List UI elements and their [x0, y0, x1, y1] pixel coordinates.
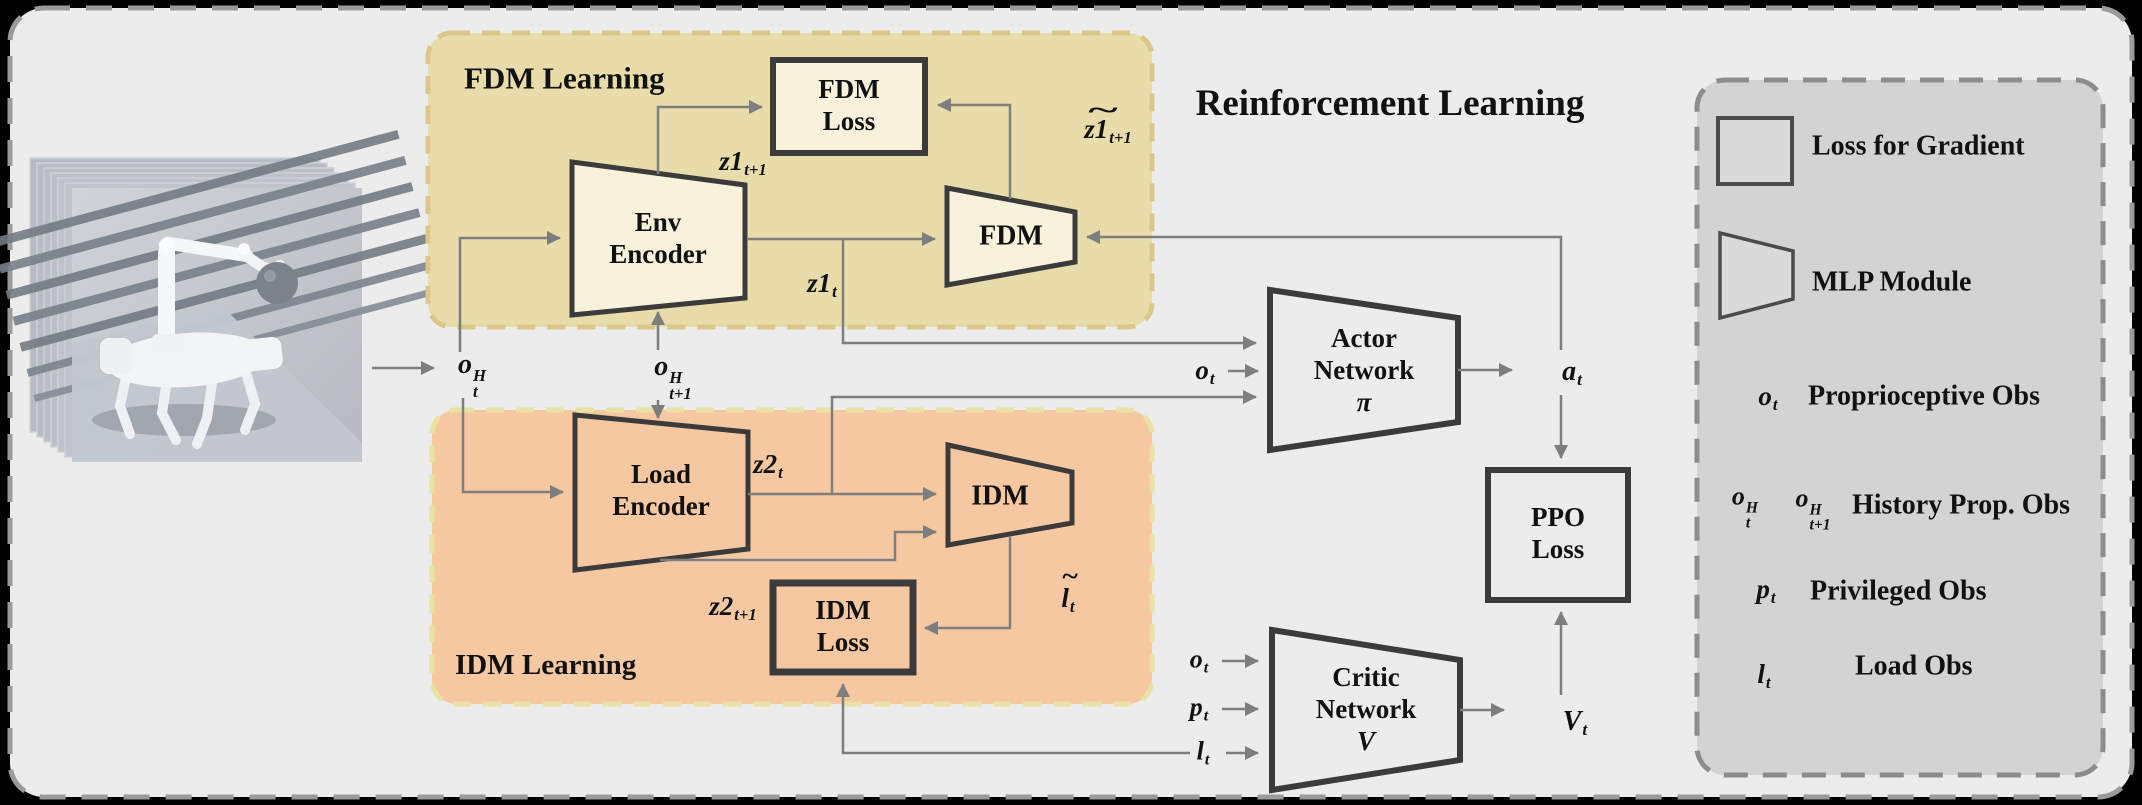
critic-network-label: Critic Network V: [1315, 662, 1417, 756]
fdm-loss-shape: [770, 57, 928, 156]
legend-pt-symbol: pt: [1756, 574, 1776, 608]
wires: [372, 98, 1568, 760]
env-encoder-label: Env Encoder: [609, 207, 707, 269]
signal-pt: pt: [1189, 692, 1209, 725]
signal-vt: Vt: [1562, 706, 1588, 740]
signal-z2t: z2t: [753, 449, 783, 483]
actor-network-label: Actor Network π: [1313, 323, 1415, 417]
arrow-oHt-to-load-encoder: [461, 398, 564, 499]
idm-loss-shape: [769, 579, 917, 676]
signal-ot-actor: ot: [1195, 355, 1215, 389]
load-encoder-label: Load Encoder: [612, 459, 710, 521]
signal-at: at: [1562, 356, 1582, 390]
signal-lt-pred: ~lt: [1061, 561, 1078, 617]
legend-loss-box-label: Loss for Gradient: [1812, 130, 2025, 162]
idm-label: IDM: [971, 480, 1029, 512]
fdm-loss-label: FDM Loss: [818, 74, 880, 136]
legend-load-label: Load Obs: [1855, 650, 1973, 682]
arrow-z1t1-to-fdm-loss: [656, 100, 763, 174]
fdm-learning-title: FDM Learning: [464, 60, 665, 96]
legend-proprio-label: Proprioceptive Obs: [1808, 380, 2041, 412]
arrow-z1pred-to-fdm-loss: [937, 98, 1012, 199]
arrow-oHt-to-env-encoder: [458, 231, 561, 352]
load-encoder-shape: [572, 412, 751, 573]
robot-photo: [0, 129, 441, 462]
arrow-lt-to-idm-loss: [836, 683, 1190, 755]
idm-loss-label: IDM Loss: [815, 595, 871, 657]
idm-shape: [945, 441, 1075, 548]
legend-history-label: History Prop. Obs: [1852, 489, 2071, 521]
critic-network-shape: [1269, 626, 1463, 794]
robot-image-stack: [0, 129, 441, 462]
ppo-loss-shape: [1485, 467, 1631, 603]
arrow-at-to-fdm: [1086, 230, 1563, 350]
signal-ot-critic: ot: [1189, 644, 1209, 677]
legend-mlp-label: MLP Module: [1812, 266, 1972, 298]
env-encoder-shape: [569, 159, 748, 318]
arrow-z1t-to-actor: [841, 239, 1257, 350]
legend-mlp-trapezoid-icon: [1718, 230, 1795, 321]
rl-title: Reinforcement Learning: [1195, 83, 1585, 125]
signal-z1t: z1t: [807, 268, 837, 302]
idm-learning-title: IDM Learning: [455, 648, 637, 681]
fdm-label: FDM: [979, 220, 1043, 252]
actor-network-shape: [1267, 286, 1461, 454]
fdm-shape: [944, 184, 1078, 288]
legend-privileged-label: Privileged Obs: [1810, 575, 1987, 607]
signal-z1t1-pred: ~z1t+1: [1084, 94, 1132, 148]
arrow-z2t-to-actor: [830, 390, 1257, 494]
arrow-z2t1-to-idm: [660, 525, 937, 562]
legend-ot-symbol: ot: [1758, 381, 1778, 415]
legend-lt-symbol: lt: [1757, 659, 1771, 693]
legend-panel: [1694, 77, 2106, 778]
signal-z2t1: z2t+1: [709, 591, 757, 625]
arrow-lpred-to-idm-loss: [924, 536, 1012, 635]
legend-loss-box-icon: [1716, 116, 1794, 186]
ppo-loss-label: PPO Loss: [1531, 502, 1585, 564]
signal-z1t1: z1t+1: [719, 146, 767, 180]
signal-lt: lt: [1196, 736, 1210, 769]
